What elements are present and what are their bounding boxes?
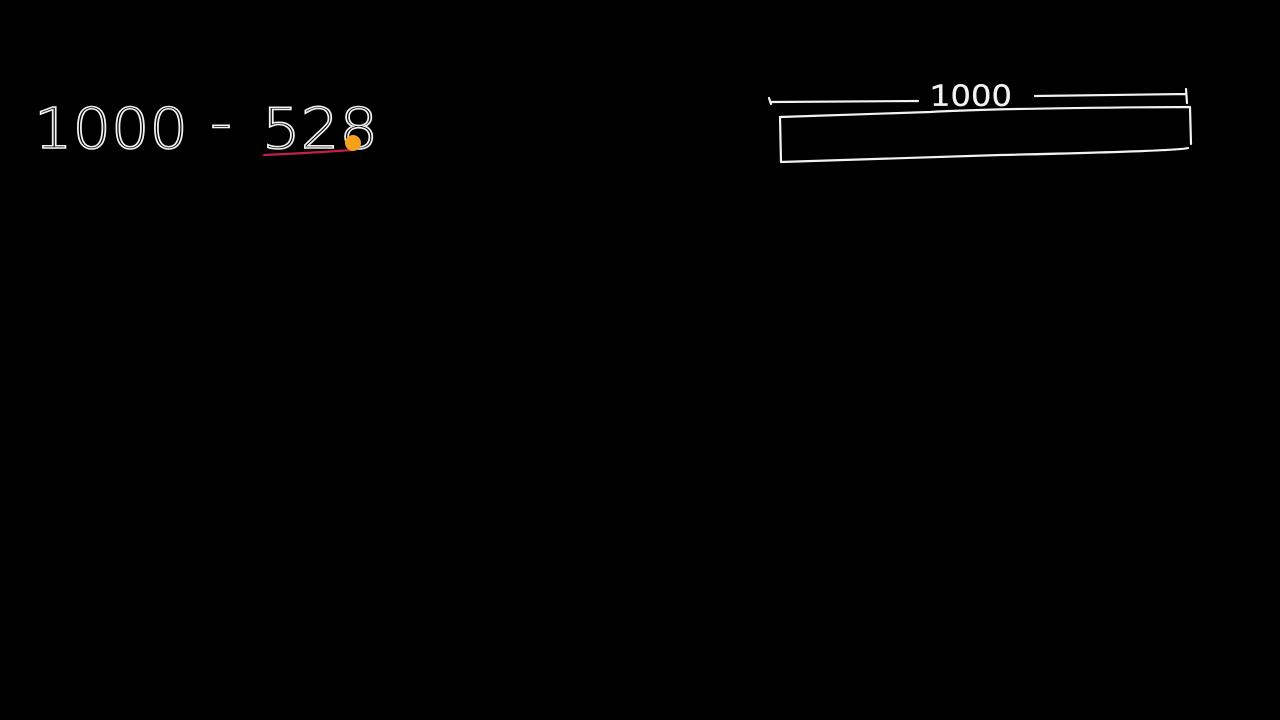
pen-cursor [345,135,361,151]
minuend-text: 1000 [34,97,188,162]
bar-model: 1000 [767,78,1193,164]
total-label: 1000 [930,79,1012,112]
subtrahend-underline [262,148,354,157]
minus-sign: - [210,91,232,156]
bar-rectangle [778,105,1193,164]
total-bracket [767,87,1189,106]
